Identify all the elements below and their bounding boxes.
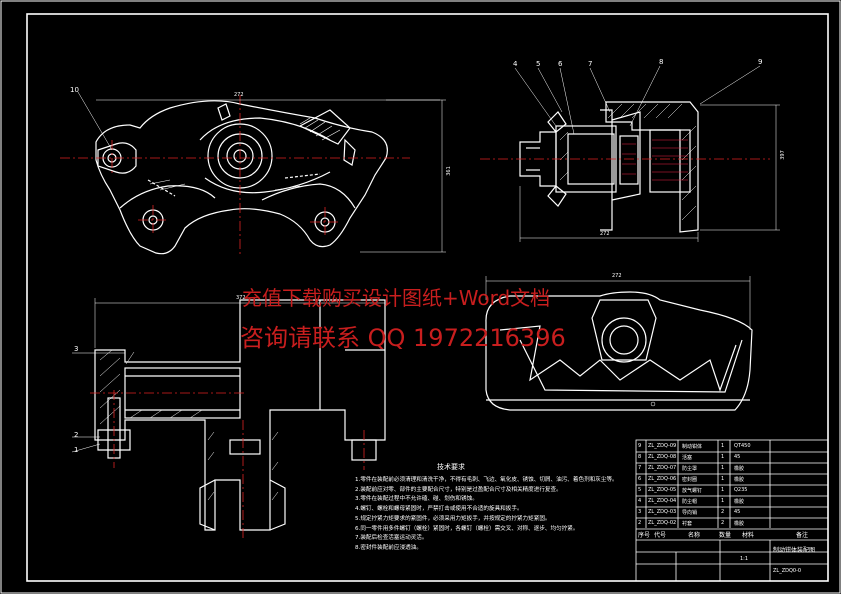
dim-side-width: 272 (600, 231, 610, 237)
row-name: 防尘罩 (682, 466, 698, 472)
row-no: 7 (638, 465, 642, 471)
row-qty: 1 (721, 487, 725, 493)
row-name: 密封圈 (682, 477, 698, 483)
drawing-number: ZL_ZDQ0-0 (773, 568, 802, 574)
front-view-dimensions (77, 91, 446, 253)
row-qty: 1 (721, 498, 725, 504)
section-hatch (559, 103, 697, 221)
row-qty: 1 (721, 454, 725, 460)
row-code: ZL_ZDQ-04 (648, 498, 677, 504)
row-material: 45 (734, 454, 741, 460)
row-qty: 1 (721, 465, 725, 471)
row-material: 橡胶 (734, 521, 745, 527)
balloon-2: 2 (74, 431, 79, 439)
row-no: 2 (638, 520, 642, 526)
row-qty: 2 (721, 520, 725, 526)
row-code: ZL_ZDQ-06 (648, 476, 677, 482)
dim-right-height: 397 (779, 150, 786, 160)
row-name: 放气螺钉 (682, 488, 703, 494)
row-material: Q235 (734, 487, 748, 493)
row-qty: 1 (721, 443, 725, 449)
pad-crosshatch (622, 139, 688, 181)
row-code: ZL_ZDQ-03 (648, 509, 677, 515)
balloon-3: 3 (74, 345, 79, 353)
pad-view (485, 291, 753, 411)
row-no: 8 (638, 454, 642, 460)
notes-title: 技术要求 (437, 463, 465, 471)
section-view (519, 101, 699, 233)
note-item: 5.规定拧紧力矩要求的紧固件，必须采用力矩扳手，并按规定的拧紧力矩紧固。 (355, 515, 551, 522)
notes-list: 1.零件在装配前必须清理和清洗干净，不得有毛刺、飞边、氧化皮、锈蚀、切屑、油污、… (355, 476, 615, 554)
note-item: 7.装配后检查活塞运动灵活。 (355, 535, 428, 542)
row-name: 导向销 (682, 510, 698, 516)
row-no: 3 (638, 509, 642, 515)
dim-top-width: 272 (234, 92, 244, 98)
balloon-9: 9 (758, 58, 763, 66)
row-code: ZL_ZDQ-02 (648, 520, 677, 526)
dim-plan-width: 372 (236, 295, 246, 301)
dim-bottom-width: 272 (612, 273, 622, 279)
row-name: 活塞 (682, 455, 693, 461)
hdr-name: 名称 (688, 532, 701, 539)
balloon-1: 1 (74, 446, 79, 454)
side-view-hatch (99, 349, 279, 501)
front-view (95, 100, 388, 255)
row-name: 防尘帽 (682, 499, 698, 505)
balloon-5: 5 (536, 60, 541, 68)
row-no: 5 (638, 487, 642, 493)
hdr-remark: 备注 (796, 532, 809, 539)
side-view-dimensions (71, 298, 385, 453)
inner-frame (26, 13, 829, 582)
title-block (635, 439, 829, 582)
note-item: 8.密封件装配前应浸透油。 (355, 544, 422, 551)
balloon-7: 7 (588, 60, 593, 68)
note-item: 6.同一零件用多件螺钉（螺栓）紧固时，各螺钉（螺栓）需交叉、对称、逐步、均匀拧紧… (355, 525, 579, 532)
row-no: 6 (638, 476, 642, 482)
section-dimensions (514, 65, 780, 242)
row-material: 45 (734, 509, 741, 515)
watermark-line2: 咨询请联系 QQ 1972216396 (240, 324, 566, 352)
pad-view-dimensions (485, 276, 751, 407)
row-code: ZL_ZDQ-07 (648, 465, 677, 471)
front-view-hatch (149, 117, 341, 191)
dim-top-height: 361 (445, 166, 452, 176)
balloon-10: 10 (70, 86, 79, 94)
side-view-centerlines (90, 390, 365, 540)
drawing-title: 制动钳体装配图 (773, 547, 816, 554)
row-material: 橡胶 (734, 466, 745, 472)
row-material: 橡胶 (734, 477, 745, 483)
row-material: QT450 (734, 443, 751, 449)
row-code: ZL_ZDQ-05 (648, 487, 677, 493)
note-item: 2.装配前应对零、部件的主要配合尺寸，特别是过盈配合尺寸及相关精度进行复查。 (355, 486, 562, 493)
row-code: ZL_ZDQ-08 (648, 454, 677, 460)
front-view-centerlines (60, 95, 410, 255)
hdr-material: 材料 (742, 532, 755, 539)
row-name: 制动钳体 (682, 444, 703, 450)
balloon-6: 6 (558, 60, 563, 68)
note-item: 4.螺钉、螺栓和螺母紧固时，严禁打击或使用不合适的旋具和扳手。 (355, 506, 523, 513)
row-code: ZL_ZDQ-09 (648, 443, 677, 449)
row-no: 9 (638, 443, 642, 449)
hdr-code: 代号 (654, 532, 667, 539)
row-qty: 1 (721, 476, 725, 482)
hdr-no: 序号 (638, 532, 651, 539)
watermark-line1: 充值下载购买设计图纸+Word文档 (242, 286, 551, 310)
note-item: 1.零件在装配前必须清理和清洗干净，不得有毛刺、飞边、氧化皮、锈蚀、切屑、油污、… (355, 477, 615, 483)
drawing-scale: 1:1 (740, 556, 749, 562)
row-material: 橡胶 (734, 499, 745, 505)
row-name: 衬套 (682, 521, 693, 527)
row-no: 4 (638, 498, 642, 504)
balloon-4: 4 (513, 60, 518, 68)
hdr-qty: 数量 (719, 532, 732, 539)
balloon-8: 8 (659, 58, 664, 66)
row-qty: 2 (721, 509, 725, 515)
note-item: 3.零件在装配过程中不允许磕、碰、划伤和锈蚀。 (355, 496, 478, 503)
